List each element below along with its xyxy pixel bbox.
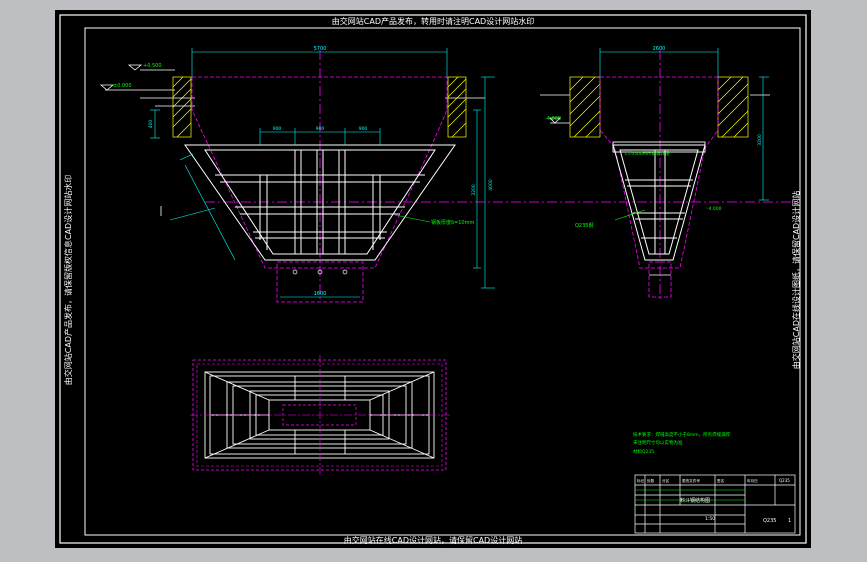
title-material: Q235: [779, 478, 790, 483]
title-header-5: 年月日: [747, 478, 758, 483]
dim-height-3: 4000: [488, 179, 494, 191]
dim-height-2: 3200: [471, 184, 477, 196]
cad-drawing[interactable]: 由交网站CAD产品发布，转用时请注明CAD设计网站水印 由交网站在线CAD设计网…: [55, 10, 811, 548]
hopper-outline-dashed: [191, 77, 448, 269]
side-dim-top: 2600: [653, 46, 666, 52]
side-outlet: [648, 261, 672, 298]
title-block[interactable]: 标记 处数 分区 更改文件号 签名 年月日 Q235 料斗钢结构图 1:50 Q…: [634, 474, 796, 534]
side-elevation-label: -4.000: [545, 116, 561, 122]
title-header-2: 分区: [662, 478, 670, 483]
technical-notes: 技术要求：焊缝高度不小于8mm，所有焊缝满焊 未注明尺寸均以实物为准 材料Q23…: [633, 431, 731, 455]
sheet-border: [59, 14, 807, 544]
side-dimensions: [599, 48, 769, 201]
title-sheet: 1: [788, 518, 791, 524]
elevation-top-label: +0.500: [143, 63, 162, 69]
steel-frame-front: [184, 144, 456, 261]
concrete-block-right: [447, 76, 467, 138]
plan-view[interactable]: [190, 355, 450, 475]
tech-note-3: 材料Q235: [633, 448, 654, 455]
dim-center-3: 900: [359, 126, 368, 132]
left-leader: [169, 207, 216, 221]
side-elevation-view[interactable]: 2600 3200 L=4500mm钢板焊接 Q235钢 -4.000 -4.0…: [540, 46, 770, 300]
tech-note-1: 技术要求：焊缝高度不小于8mm，所有焊缝满焊: [633, 431, 731, 438]
title-drawing-name: 料斗钢结构图: [680, 497, 710, 504]
dim-center-1: 900: [273, 126, 282, 132]
elevation-marker-left: [99, 84, 115, 91]
title-header-4: 签名: [717, 478, 725, 483]
dim-bottom-width: 1600: [314, 291, 327, 297]
bottom-outlet-front: [276, 261, 364, 303]
title-header-1: 处数: [647, 478, 655, 483]
front-callout-text: 钢板厚度δ=10mm: [431, 219, 474, 226]
side-dim-height: 3200: [757, 134, 763, 146]
watermark-bottom: 由交网站在线CAD设计网站，请保留CAD设计网站: [344, 535, 522, 545]
side-callout-text: Q235钢: [575, 222, 593, 229]
watermark-left: 由交网站CAD产品发布，请保留版权信息CAD设计网站水印: [63, 175, 73, 385]
front-elevation-view[interactable]: ±0.000 +0.500: [99, 46, 495, 303]
dim-top-width: 5700: [314, 46, 327, 52]
watermark-right: 由交网站CAD在线设计图纸，请保留CAD设计网站: [791, 191, 801, 369]
concrete-block-left: [172, 76, 192, 138]
side-top-plate: [612, 141, 706, 153]
steel-frame-side: [612, 144, 706, 261]
elevation-marker-left-2: [127, 64, 143, 71]
dim-height-1: 400: [148, 120, 154, 129]
cad-viewport[interactable]: 由交网站CAD产品发布，转用时请注明CAD设计网站水印 由交网站在线CAD设计网…: [55, 10, 811, 548]
side-ref-label: -4.000: [707, 206, 722, 212]
watermark-top: 由交网站CAD产品发布，转用时请注明CAD设计网站水印: [332, 16, 534, 26]
dim-center-2: 900: [316, 126, 325, 132]
inner-border: [84, 27, 801, 536]
side-elevation-marker: [549, 117, 561, 124]
side-outline-dashed: [599, 77, 719, 269]
side-plate-label: L=4500mm钢板焊接: [625, 150, 670, 157]
elevation-left-label: ±0.000: [113, 83, 132, 89]
front-callout-leader: [394, 214, 431, 223]
front-dimensions: [150, 48, 495, 298]
tech-note-2: 未注明尺寸均以实物为准: [633, 439, 683, 446]
side-concrete-right: [717, 76, 749, 138]
side-concrete-left: [569, 76, 601, 138]
title-code: Q235: [763, 518, 776, 524]
outlet-bolts: [292, 269, 348, 275]
title-scale: 1:50: [705, 516, 715, 522]
title-header-0: 标记: [637, 478, 645, 483]
title-header-3: 更改文件号: [682, 478, 700, 483]
side-callout-leader: [614, 209, 646, 221]
